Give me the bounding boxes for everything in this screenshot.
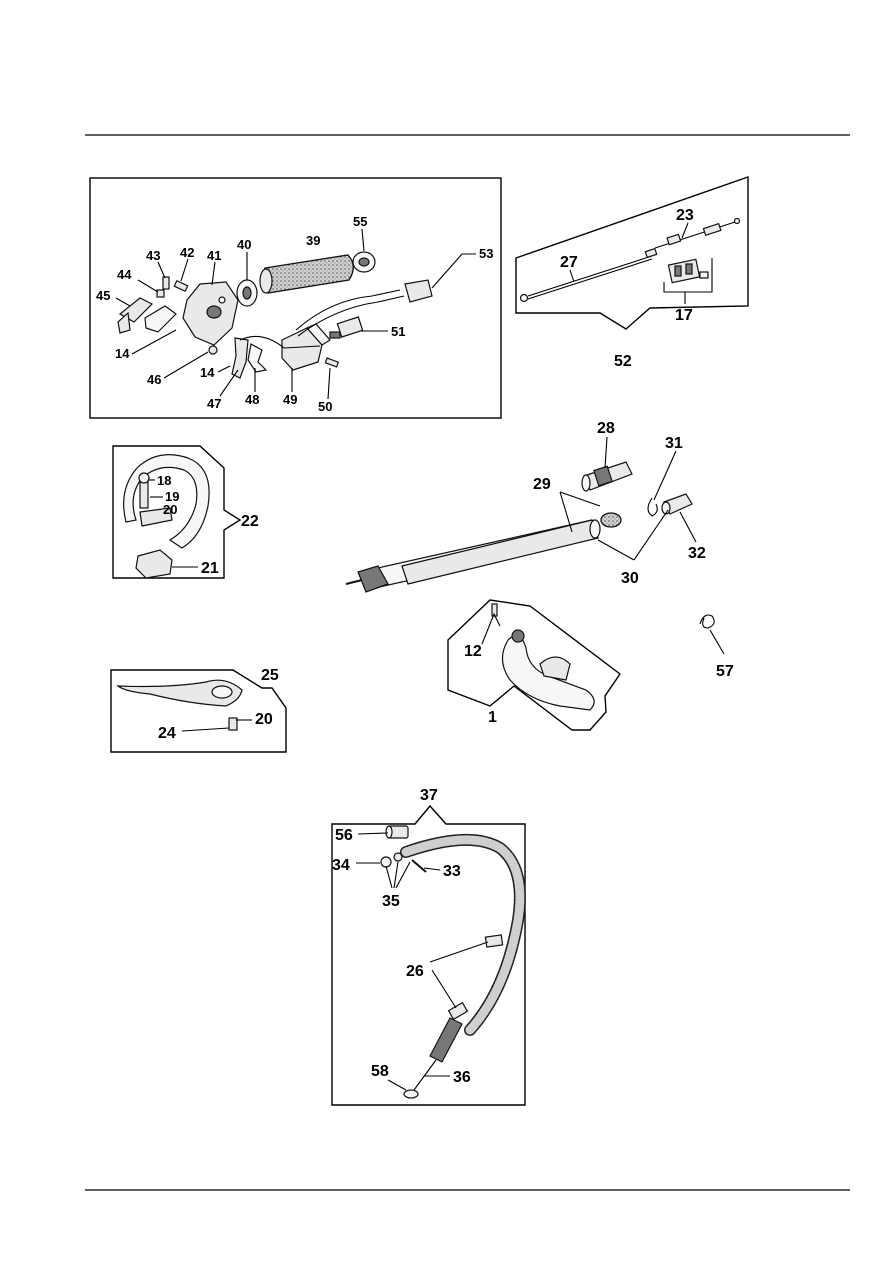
part-28-coupling [581, 461, 633, 492]
part-40-ring [236, 279, 258, 307]
callout-20b: 20 [255, 711, 273, 728]
callout-48: 48 [245, 392, 259, 407]
callout-14a: 14 [115, 346, 130, 361]
callout-36: 36 [453, 1069, 471, 1086]
part-57-spring [699, 614, 715, 629]
callout-42: 42 [180, 245, 194, 260]
callout-24: 24 [158, 725, 176, 742]
group-support: 12 1 [447, 599, 621, 731]
part-46-pin [208, 345, 218, 355]
part-20-washer [139, 507, 173, 527]
part-24-screw [228, 717, 238, 731]
callout-18: 18 [157, 473, 171, 488]
callout-40: 40 [237, 237, 251, 252]
part-48-bracket [247, 343, 268, 373]
callout-41: 41 [207, 248, 221, 263]
group-shaft: 28 31 29 32 30 [345, 420, 706, 593]
callout-1: 1 [488, 709, 497, 726]
callout-26: 26 [406, 963, 424, 980]
support-frame [447, 599, 621, 731]
callout-46: 46 [147, 372, 161, 387]
callout-56: 56 [335, 827, 353, 844]
callout-49: 49 [283, 392, 297, 407]
group-bike-handle: 18 19 20 22 21 [112, 445, 259, 579]
part-22-handle [123, 454, 210, 549]
callout-20a: 20 [163, 502, 177, 517]
part-26-clamp-upper [484, 934, 504, 948]
group-loop-handle: 25 20 24 [110, 667, 287, 753]
parts-42-44-screws [156, 276, 189, 298]
handle-cable [239, 335, 321, 349]
part-56-sleeve [385, 825, 409, 839]
callout-35: 35 [382, 893, 400, 910]
group-cable-kit: 23 27 17 52 [515, 176, 749, 370]
flex-shaft-frame [331, 804, 526, 1106]
part-25-handle [116, 679, 243, 707]
part-29-spring [600, 512, 622, 528]
loop-handle-frame [110, 669, 287, 753]
part-26-clamp-lower [447, 1001, 469, 1021]
part-31-clip [647, 497, 658, 517]
callout-17: 17 [675, 307, 693, 324]
part-51-connector [329, 316, 364, 339]
cable-kit-frame [515, 176, 749, 330]
part-23-cable [654, 217, 741, 249]
part-33-pin [411, 859, 427, 873]
part-1-support [501, 629, 595, 711]
callout-33: 33 [443, 863, 461, 880]
callout-52: 52 [614, 353, 632, 370]
callout-39: 39 [306, 233, 320, 248]
callout-51: 51 [391, 324, 405, 339]
callout-28: 28 [597, 420, 615, 437]
part-17-connector [667, 258, 709, 284]
callout-43: 43 [146, 248, 160, 263]
callout-45: 45 [96, 288, 110, 303]
callout-19: 19 [165, 489, 179, 504]
group-spring-57: 57 [699, 614, 734, 680]
part-27-cable [519, 247, 658, 303]
part-34-washer [380, 856, 392, 868]
callout-27: 27 [560, 254, 578, 271]
part-53-cable [295, 279, 433, 337]
part-32-sleeve [661, 493, 693, 515]
callout-53: 53 [479, 246, 493, 261]
callout-29: 29 [533, 476, 551, 493]
callout-14b: 14 [200, 365, 215, 380]
bike-handle-frame [112, 445, 242, 579]
group-flex-shaft: 37 56 34 33 35 26 36 58 [331, 787, 526, 1106]
callout-32: 32 [688, 545, 706, 562]
callout-30: 30 [621, 570, 639, 587]
part-50-screw [324, 357, 340, 368]
callout-25: 25 [261, 667, 279, 684]
callout-57: 57 [716, 663, 734, 680]
callout-12: 12 [464, 643, 482, 660]
part-47-lever [231, 337, 249, 379]
callout-22: 22 [241, 513, 259, 530]
part-shaft-tube [345, 519, 601, 593]
part-55-nut [352, 251, 376, 273]
part-35-part [393, 852, 403, 862]
part-21-clamp [135, 549, 173, 579]
callout-47: 47 [207, 396, 221, 411]
callout-34: 34 [332, 857, 350, 874]
callout-23: 23 [676, 207, 694, 224]
part-41-housing [182, 281, 239, 346]
callout-37: 37 [420, 787, 438, 804]
part-45-shells [117, 297, 177, 334]
group-handle-assembly: 43 42 41 40 39 55 44 45 53 14 51 46 14 4… [89, 177, 502, 419]
callout-21: 21 [201, 560, 219, 577]
callout-58: 58 [371, 1063, 389, 1080]
callout-44: 44 [117, 267, 132, 282]
handle-assembly-frame [89, 177, 502, 419]
callout-50: 50 [318, 399, 332, 414]
part-36-cable [413, 1017, 463, 1091]
callout-55: 55 [353, 214, 367, 229]
part-39-grip [259, 254, 354, 294]
part-58-ring [403, 1089, 419, 1099]
callout-31: 31 [665, 435, 683, 452]
